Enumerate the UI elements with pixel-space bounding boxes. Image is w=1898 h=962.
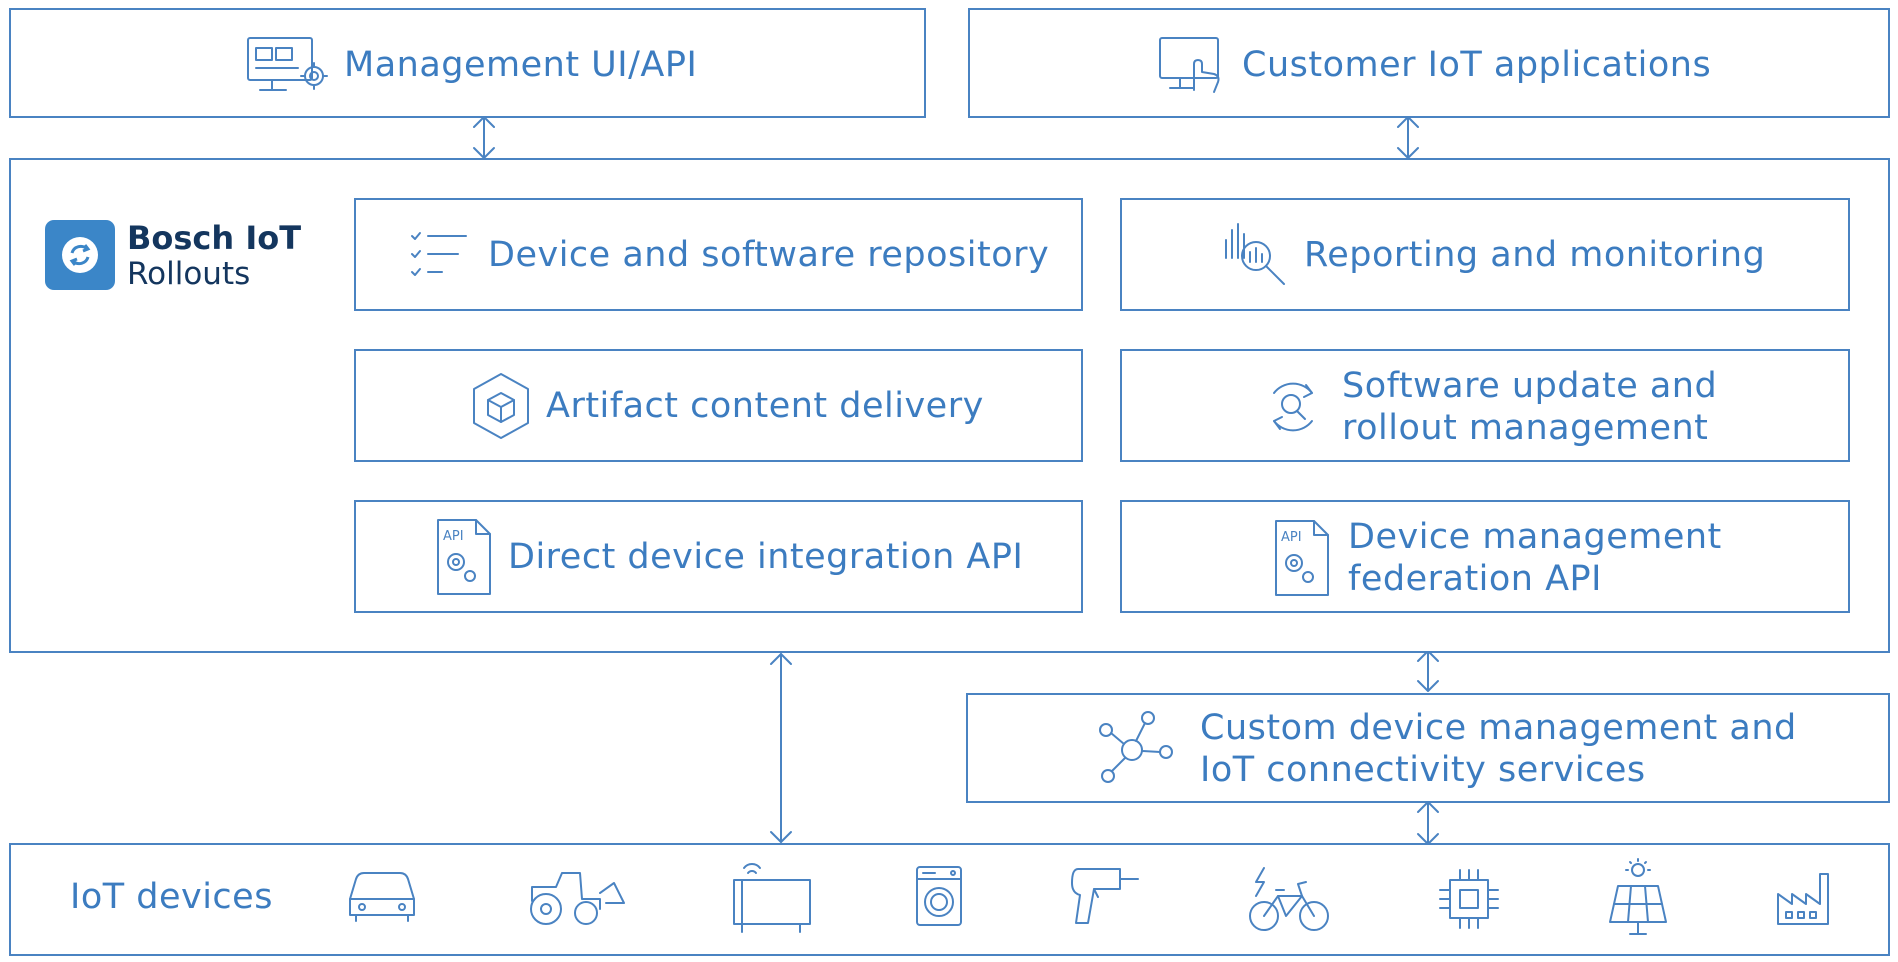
refresh-search-icon bbox=[1262, 371, 1324, 443]
direct-device-integration-api-label: Direct device integration API bbox=[508, 537, 1024, 577]
brand-product: Rollouts bbox=[127, 256, 251, 292]
device-management-federation-api-box: API Device management federation API bbox=[1120, 500, 1850, 613]
device-software-repository-label: Device and software repository bbox=[488, 235, 1050, 275]
rollouts-logo-icon bbox=[45, 220, 115, 290]
reporting-monitoring-label: Reporting and monitoring bbox=[1304, 235, 1766, 275]
chart-magnifier-icon bbox=[1220, 220, 1292, 290]
touchscreen-hand-icon bbox=[1158, 36, 1226, 94]
direct-device-integration-api-box: API Direct device integration API bbox=[354, 500, 1083, 613]
washing-machine-icon bbox=[915, 865, 963, 931]
artifact-content-delivery-label: Artifact content delivery bbox=[546, 386, 984, 426]
management-ui-api-box: Management UI/API bbox=[9, 8, 926, 118]
iot-devices-label: IoT devices bbox=[70, 877, 273, 917]
custom-services-label-line2: IoT connectivity services bbox=[1200, 750, 1646, 790]
artifact-content-delivery-box: Artifact content delivery bbox=[354, 349, 1083, 462]
arrow-management-to-rollouts bbox=[473, 116, 495, 159]
drill-icon bbox=[1068, 865, 1140, 931]
api-document-icon: API bbox=[436, 518, 492, 596]
checklist-icon bbox=[408, 228, 470, 282]
svg-text:API: API bbox=[443, 529, 464, 544]
reporting-monitoring-box: Reporting and monitoring bbox=[1120, 198, 1850, 311]
management-ui-api-label: Management UI/API bbox=[344, 45, 698, 85]
custom-services-label-line1: Custom device management and bbox=[1200, 708, 1797, 748]
custom-device-management-box: Custom device management and IoT connect… bbox=[966, 693, 1890, 803]
customer-iot-applications-label: Customer IoT applications bbox=[1242, 45, 1712, 85]
wireless-device-icon bbox=[730, 858, 814, 938]
car-icon bbox=[346, 865, 418, 929]
software-update-label-line1: Software update and bbox=[1342, 366, 1718, 406]
brand-name: Bosch IoT bbox=[127, 219, 302, 257]
factory-icon bbox=[1776, 870, 1838, 930]
solar-panel-icon bbox=[1606, 858, 1670, 942]
software-update-rollout-box: Software update and rollout management bbox=[1120, 349, 1850, 462]
federation-api-label-line1: Device management bbox=[1348, 517, 1722, 557]
svg-text:API: API bbox=[1281, 530, 1302, 545]
arrow-customer-to-rollouts bbox=[1397, 116, 1419, 159]
monitor-gear-icon bbox=[246, 36, 332, 94]
federation-api-label-line2: federation API bbox=[1348, 559, 1602, 599]
arrow-rollouts-to-custom-services bbox=[1417, 650, 1439, 692]
chip-icon bbox=[1436, 866, 1502, 936]
device-software-repository-box: Device and software repository bbox=[354, 198, 1083, 311]
arrow-custom-services-to-devices bbox=[1417, 801, 1439, 845]
iot-devices-box bbox=[9, 843, 1890, 956]
customer-iot-applications-box: Customer IoT applications bbox=[968, 8, 1890, 118]
api-document-icon: API bbox=[1274, 519, 1330, 597]
cube-icon bbox=[470, 371, 532, 441]
tractor-icon bbox=[522, 865, 626, 931]
software-update-label-line2: rollout management bbox=[1342, 408, 1709, 448]
network-nodes-icon bbox=[1096, 710, 1174, 788]
arrow-rollouts-to-devices bbox=[770, 653, 792, 843]
ebike-icon bbox=[1248, 866, 1330, 938]
